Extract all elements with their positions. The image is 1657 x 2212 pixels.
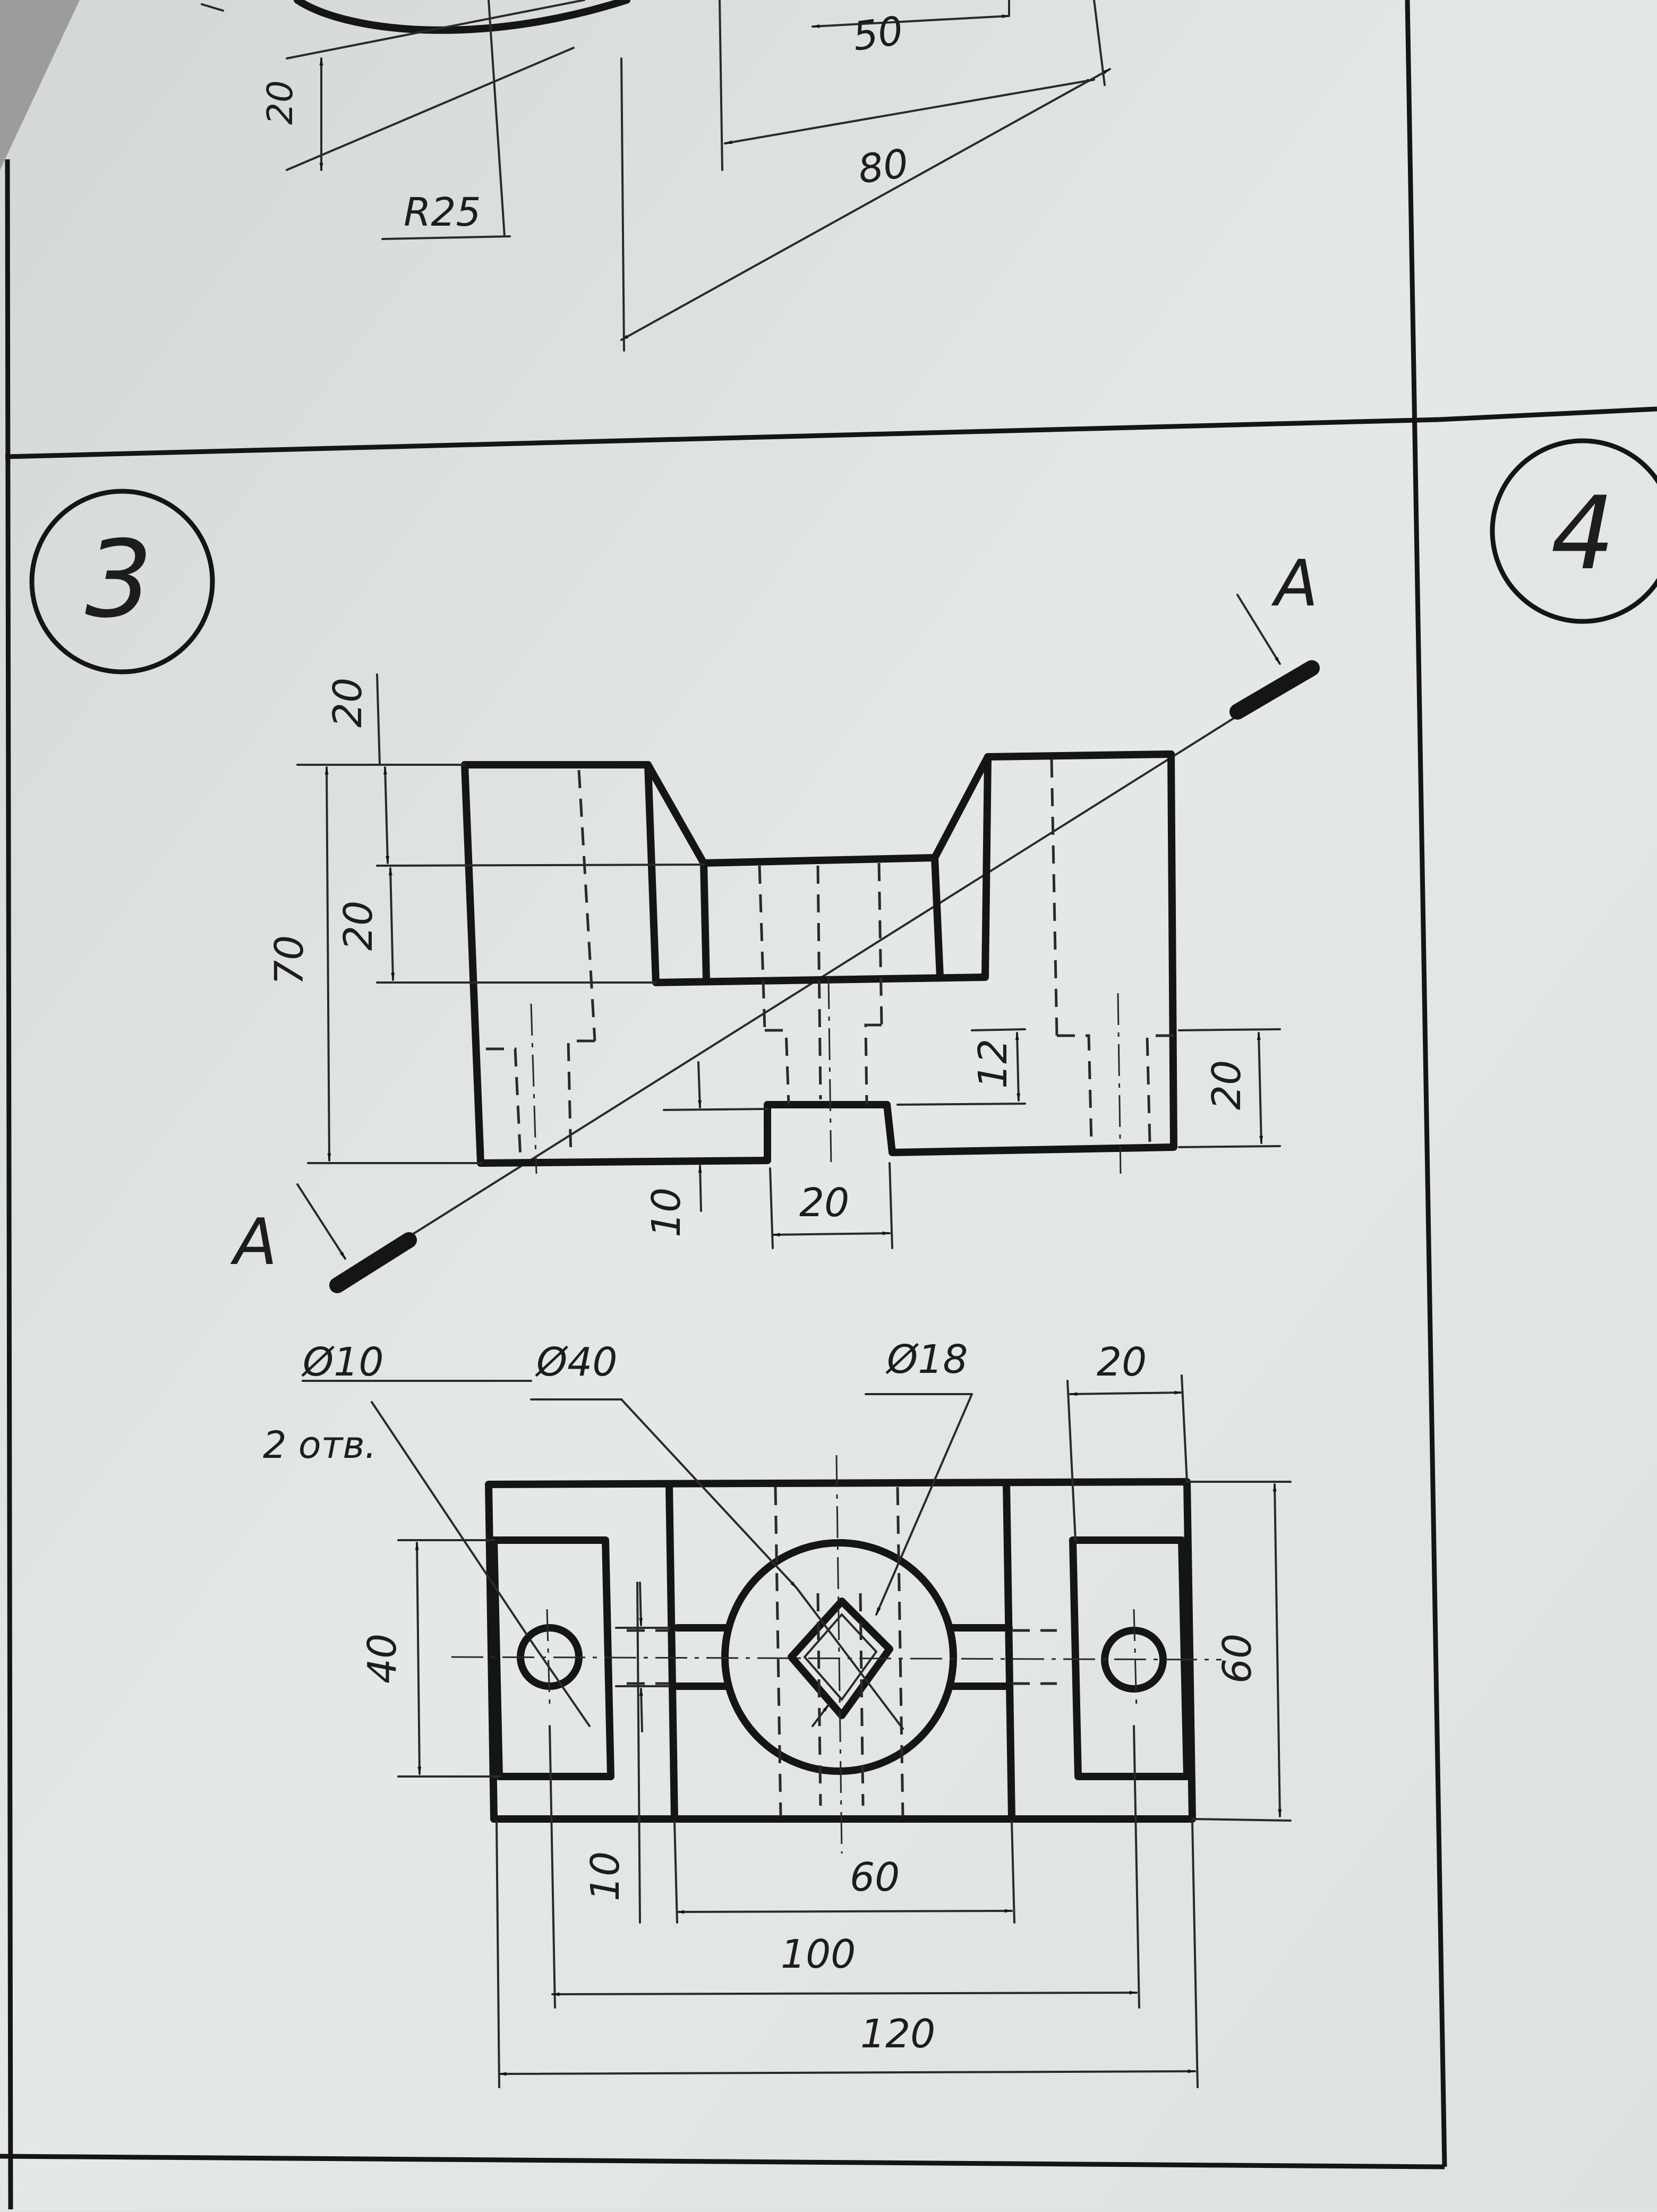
dim-120: 120	[860, 2011, 935, 2057]
dim-50: 50	[850, 8, 906, 60]
dim-100: 100	[781, 1932, 856, 1977]
dim-20-right-lug: 20	[1097, 1339, 1147, 1385]
dim-10: 10	[644, 1188, 689, 1237]
dim-phi40: Ø40	[535, 1339, 617, 1385]
section-label-left: A	[230, 1206, 277, 1279]
dim-60-vertical: 60	[1215, 1634, 1260, 1684]
dim-phi10: Ø10	[301, 1339, 383, 1385]
dim-phi18: Ø18	[885, 1337, 968, 1382]
dim-20-mid: 20	[336, 901, 381, 951]
cell-number-3: 3	[29, 489, 215, 674]
dim-80: 80	[856, 141, 911, 193]
dim-r25: R25	[404, 190, 481, 235]
section-line-a-a: A A	[230, 547, 1320, 1293]
top-view: Ø10 2 отв. Ø40 Ø18 20 40 60 10 60 100 12…	[263, 1337, 1292, 2088]
dim-12: 12	[970, 1039, 1016, 1089]
cell-number-4: 4	[1490, 438, 1657, 624]
dim-20-bottom: 20	[799, 1180, 849, 1226]
dim-20-top-left: 20	[325, 678, 371, 728]
dim-40-left: 40	[360, 1634, 405, 1684]
section-label-right: A	[1271, 547, 1318, 621]
dim-70: 70	[267, 935, 312, 985]
cell-number-4-label: 4	[1551, 475, 1615, 592]
top-fragment: 20 R25 50 80	[201, 0, 1111, 352]
dim-60-horizontal: 60	[850, 1855, 900, 1900]
dim-20-top: 20	[260, 80, 301, 125]
cell-number-3-label: 3	[85, 518, 152, 642]
dim-20-right: 20	[1204, 1060, 1250, 1110]
dim-10-horizontal: 10	[583, 1851, 628, 1901]
dim-holes-note: 2 отв.	[263, 1423, 377, 1467]
front-view: 20 20 70 12 20 10 20	[267, 673, 1281, 1249]
page-shadow-corner	[0, 0, 80, 170]
